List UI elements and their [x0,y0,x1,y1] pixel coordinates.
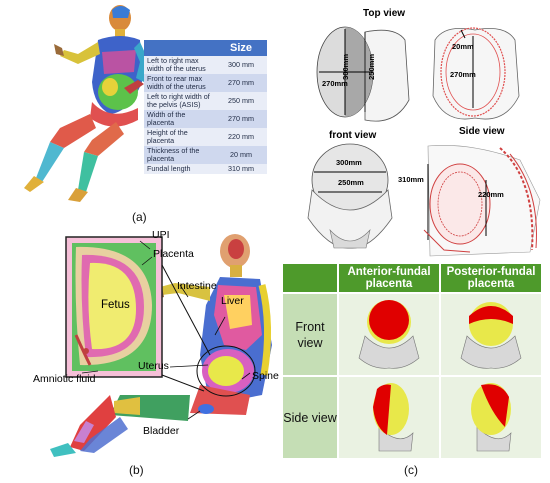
dim-220-side: 220mm [478,190,504,199]
dim-300-top: 300mm [341,54,350,80]
table-header-row: Anterior-fundal placenta Posterior-funda… [281,262,543,294]
row-label: Height of the placenta [144,128,215,146]
dim-250-top: 250mm [367,54,376,80]
seated-body-model-a [24,5,150,202]
front-side-diagrams [307,142,542,258]
row-value: 310 mm [215,164,267,174]
label-bladder: Bladder [143,425,180,437]
table-row: Left to right width of the pelvis (ASIS)… [144,92,267,110]
label-placenta: Placenta [153,248,194,260]
row-label: Left to right width of the pelvis (ASIS) [144,92,215,110]
row-value: 250 mm [215,92,267,110]
col-posterior-fundal: Posterior-fundal placenta [439,262,543,294]
caption-b: (b) [129,463,144,477]
row-label: Width of the placenta [144,110,215,128]
anterior-side-image [337,375,441,460]
table-row: Thickness of the placenta 20 mm [144,146,267,164]
label-liver: Liver [221,295,244,307]
side-view-title: Side view [459,126,505,137]
table-row: Side view [281,375,543,460]
caption-a: (a) [132,210,147,224]
dim-20-top: 20mm [452,42,474,51]
table-row: Front to rear max width of the uterus 27… [144,74,267,92]
top-view-diagrams [316,26,520,122]
col-anterior-fundal: Anterior-fundal placenta [337,262,441,294]
caption-c: (c) [404,463,418,477]
placenta-comparison-table: Anterior-fundal placenta Posterior-funda… [281,262,543,460]
anterior-front-image [337,292,441,377]
table-row: Width of the placenta 270 mm [144,110,267,128]
front-view-title: front view [329,130,377,141]
row-front-view: Front view [281,292,339,377]
table-row: Front view [281,292,543,377]
row-label: Thickness of the placenta [144,146,215,164]
label-uterus: Uterus [138,360,169,372]
row-label: Fundal length [144,164,215,174]
dim-270-right: 270mm [450,70,476,79]
label-spine: Spine [252,370,279,382]
table-row: Fundal length 310 mm [144,164,267,174]
row-side-view: Side view [281,375,339,460]
size-header: Size [215,40,267,56]
dim-310-side: 310mm [398,175,424,184]
label-intestine: Intestine [177,280,217,292]
seated-body-model-b [50,234,272,457]
top-view-title: Top view [363,8,406,19]
posterior-front-image [439,292,543,377]
row-value: 220 mm [215,128,267,146]
label-fetus: Fetus [101,299,130,311]
dim-250-front: 250mm [338,178,364,187]
row-value: 270 mm [215,110,267,128]
dimensions-table: Size Left to right max width of the uter… [144,40,267,174]
posterior-side-image [439,375,543,460]
row-value: 20 mm [215,146,267,164]
row-value: 270 mm [215,74,267,92]
table-header-row: Size [144,40,267,56]
row-label: Left to right max width of the uterus [144,56,215,74]
dim-300-front: 300mm [336,158,362,167]
table-row: Height of the placenta 220 mm [144,128,267,146]
label-upi: UPI [152,229,170,241]
label-amniotic-fluid: Amniotic fluid [33,373,96,385]
row-value: 300 mm [215,56,267,74]
dim-270-top: 270mm [322,79,348,88]
row-label: Front to rear max width of the uterus [144,74,215,92]
table-row: Left to right max width of the uterus 30… [144,56,267,74]
